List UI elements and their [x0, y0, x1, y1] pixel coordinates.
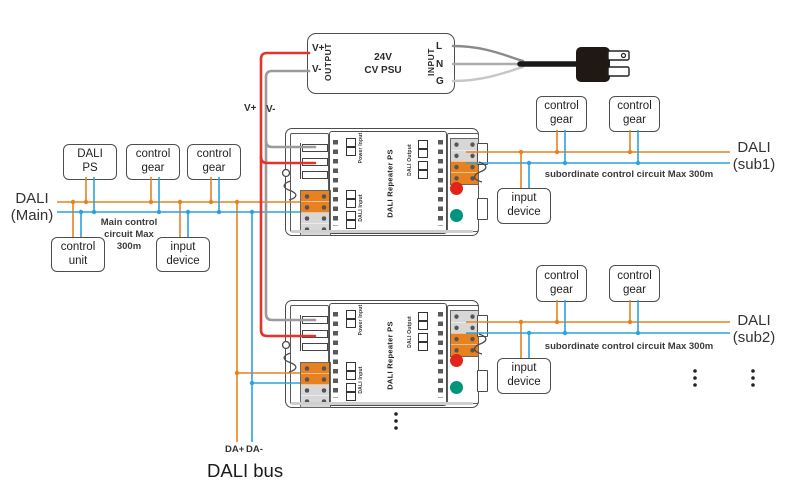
repeater2-dali-in-terminal-block: [299, 361, 331, 408]
repeater2-power-wire-clamp: [300, 314, 330, 351]
dali-out-pad: [418, 161, 428, 170]
green-button: [449, 208, 463, 222]
dali-in-pad: [346, 362, 356, 371]
main-bus-da-plus-wires: [57, 177, 300, 442]
repeater2-dali-out-terminal-block: [449, 309, 479, 357]
sub2-circuit-note: subordinate control circuit Max 300m: [544, 341, 714, 352]
dali-in-pad: [346, 190, 356, 199]
power-plug-icon: [576, 47, 630, 82]
psu-output-label: OUTPUT: [323, 43, 333, 81]
sub1-circuit-note: subordinate control circuit Max 300m: [544, 169, 714, 180]
power-pad: [346, 147, 356, 156]
mounting-clip: [477, 315, 488, 337]
dali-in-pad: [346, 211, 356, 220]
control-gear-sub2-1-box: control gear: [536, 265, 587, 302]
repeater1-left-terminal-module: [289, 132, 331, 236]
main-bus-da-minus-wires: [57, 177, 300, 442]
dali-out-pad: [418, 312, 428, 321]
green-button: [449, 380, 463, 394]
control-gear-sub1-2-box: control gear: [609, 96, 660, 132]
dali-in-pad: [346, 371, 356, 380]
da-plus-label: DA+: [225, 444, 245, 455]
psu-input-label: INPUT: [426, 48, 436, 76]
dali-out-pad: [418, 333, 428, 342]
input-device-sub2-box: input device: [497, 358, 551, 394]
power-pad: [346, 138, 356, 147]
vminus-wire-label: V-: [266, 104, 276, 115]
fins-right: [438, 140, 443, 226]
dali-out-pad: [418, 140, 428, 149]
control-gear-main-1-box: control gear: [126, 144, 180, 180]
psu-line-terminal-label: L: [436, 41, 443, 52]
dali-output-group-label: DALI Output: [407, 144, 413, 176]
dali-repeater-1: Power Input DALI Input DALI Output DALI …: [285, 128, 488, 236]
main-circuit-note: Main control circuit Max 300m: [100, 217, 158, 252]
dali-sub1-bus-label: DALI (sub1): [732, 139, 776, 173]
dali-ps-box: DALI PS: [63, 144, 117, 180]
repeater-name-label: DALI Repeater PS: [385, 321, 395, 390]
dali-bus-title: DALI bus: [207, 460, 284, 481]
fins-left: [333, 312, 338, 398]
dali-in-pad: [346, 392, 356, 401]
vplus-wire-label: V+: [244, 103, 257, 114]
dali-out-pad: [418, 170, 428, 179]
device-bottom-rail: [291, 401, 473, 405]
power-group-label: Power Input: [358, 132, 364, 164]
psu-neutral-terminal-label: N: [436, 59, 444, 70]
dali-repeater-2: Power Input DALI Input DALI Output DALI …: [285, 300, 488, 408]
dali-input-group-label: DALI Input: [358, 366, 364, 394]
dali-out-pad: [418, 342, 428, 351]
repeater-name-label: DALI Repeater PS: [385, 149, 395, 218]
mounting-clip: [477, 198, 488, 220]
dali-out-pad: [418, 321, 428, 330]
repeater1-body: Power Input DALI Input DALI Output DALI …: [329, 131, 447, 234]
repeater1-power-wire-clamp: [300, 142, 330, 179]
dali-out-pad: [418, 149, 428, 158]
repeater1-dali-out-terminal-block: [449, 137, 479, 185]
da-minus-label: DA-: [246, 444, 263, 455]
power-pad: [346, 310, 356, 319]
mounting-clip: [477, 143, 488, 165]
dali-sub2-bus-label: DALI (sub2): [732, 312, 776, 346]
control-gear-main-2-box: control gear: [187, 144, 241, 180]
dali-in-pad: [346, 383, 356, 392]
psu-vminus-terminal-label: V-: [312, 64, 322, 75]
power-pad: [346, 319, 356, 328]
mounting-clip: [477, 370, 488, 392]
fins-left: [333, 140, 338, 226]
input-device-sub1-box: input device: [497, 188, 551, 224]
fins-right: [438, 312, 443, 398]
dali-in-pad: [346, 199, 356, 208]
input-device-main-box: input device: [156, 237, 210, 272]
device-bottom-rail: [291, 229, 473, 233]
repeater2-body: Power Input DALI Input DALI Output DALI …: [329, 303, 447, 406]
dali-output-group-label: DALI Output: [407, 316, 413, 348]
repeater2-left-terminal-module: [289, 304, 331, 408]
dali-input-group-label: DALI Input: [358, 194, 364, 222]
psu-title: 24V CV PSU: [364, 52, 402, 76]
control-gear-sub1-1-box: control gear: [536, 96, 587, 132]
psu-ground-terminal-label: G: [436, 76, 444, 87]
repeater1-dali-in-terminal-block: [299, 189, 331, 236]
red-button: [449, 181, 463, 195]
cv-psu: V+ V- OUTPUT 24V CV PSU INPUT L N G: [307, 33, 455, 94]
dali-in-pad: [346, 220, 356, 229]
power-group-label: Power Input: [358, 304, 364, 336]
control-unit-box: control unit: [51, 237, 105, 272]
red-button: [449, 353, 463, 367]
mains-input-wires: [451, 44, 581, 83]
psu-vplus-terminal-label: V+: [312, 43, 325, 54]
control-gear-sub2-2-box: control gear: [609, 265, 660, 302]
dali-main-bus-label: DALI (Main): [10, 190, 54, 224]
